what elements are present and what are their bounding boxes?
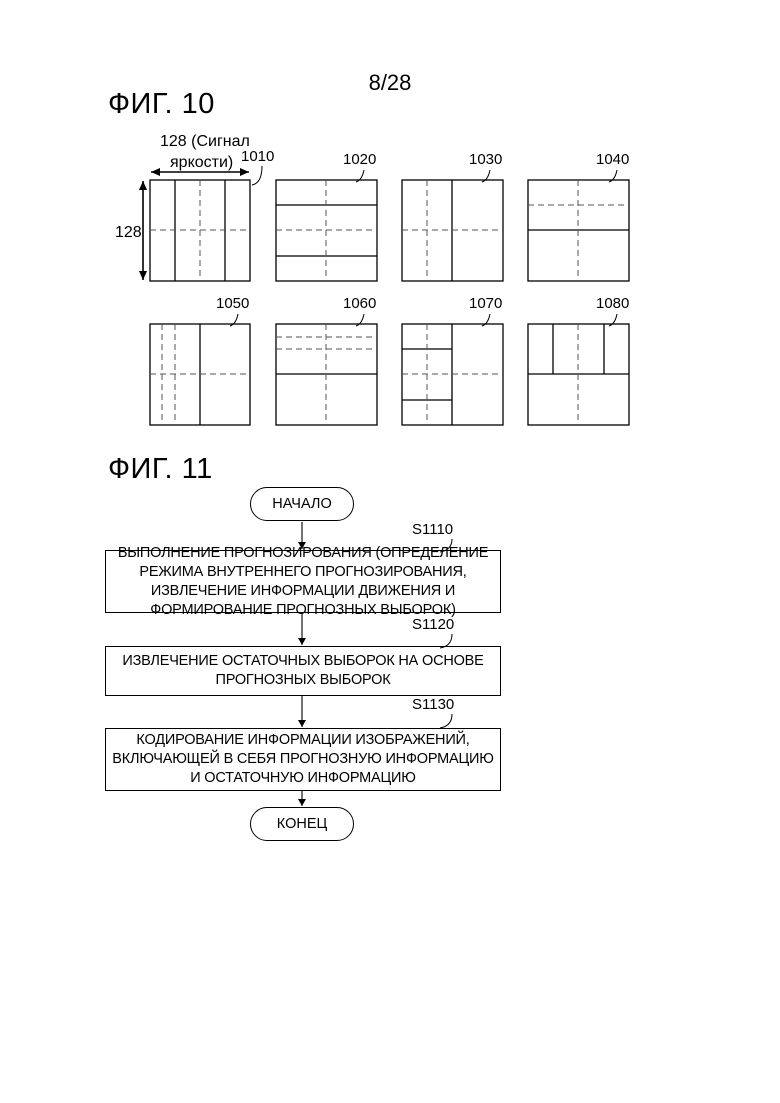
step-s1130-box: КОДИРОВАНИЕ ИНФОРМАЦИИ ИЗОБРАЖЕНИЙ, ВКЛЮ…: [105, 728, 501, 791]
step-s1110-id: S1110: [412, 521, 453, 538]
step-s1120-id: S1120: [412, 616, 454, 633]
flow-end-terminal: КОНЕЦ: [250, 807, 354, 841]
step-s1110-box: ВЫПОЛНЕНИЕ ПРОГНОЗИРОВАНИЯ (ОПРЕДЕЛЕНИЕ …: [105, 550, 501, 613]
flow-start-terminal: НАЧАЛО: [250, 487, 354, 521]
s1130-leader: [440, 714, 452, 728]
step-s1120-box: ИЗВЛЕЧЕНИЕ ОСТАТОЧНЫХ ВЫБОРОК НА ОСНОВЕ …: [105, 646, 501, 696]
step-s1130-id: S1130: [412, 696, 454, 713]
